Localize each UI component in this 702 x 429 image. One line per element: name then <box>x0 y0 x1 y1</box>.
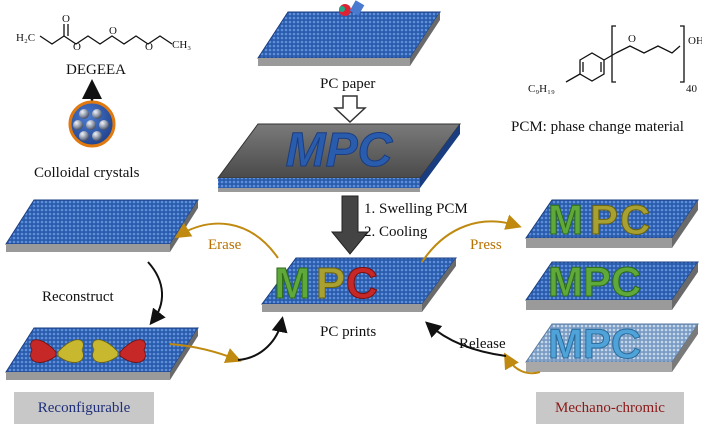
erased-slab <box>5 199 199 252</box>
press-arrow <box>421 214 522 263</box>
letter-c-red: C <box>346 259 378 308</box>
reconfigure-to-prints-arrow <box>237 316 288 361</box>
butterfly-icon-1 <box>30 339 84 363</box>
oxygen-label-3: O <box>109 25 117 37</box>
pc-paper-label: PC paper <box>320 76 375 92</box>
pcm-oh-label: OH <box>688 35 702 47</box>
mechano-slab-middle <box>525 261 699 310</box>
erase-label: Erase <box>208 237 242 253</box>
mechano-mpc-top: M P C <box>548 196 651 244</box>
reconfigurable-label: Reconfigurable <box>37 399 131 416</box>
pcm-c9h19-label: C₉H₁₉ <box>528 83 555 95</box>
mechano-slab-top <box>525 199 699 248</box>
mechano-mpc-bottom: MPC <box>548 320 642 368</box>
pcm-definition-label: PCM: phase change material <box>511 119 684 135</box>
release-arrow <box>425 321 507 357</box>
reconstruct-label: Reconstruct <box>42 289 114 305</box>
press-label: Press <box>470 237 502 253</box>
mpc-mask <box>217 123 461 192</box>
pc-prints-slab <box>261 257 457 312</box>
svg-text:MPC: MPC <box>548 320 641 367</box>
degeea-structure <box>39 24 173 45</box>
hollow-down-arrow <box>333 95 367 124</box>
oxygen-label-4: O <box>145 41 153 53</box>
mechano-chromic-label: Mechano-chromic <box>555 399 665 416</box>
colloidal-crystals-label: Colloidal crystals <box>34 165 140 181</box>
release-orange-arrow <box>504 352 541 375</box>
process-down-arrow <box>330 195 370 255</box>
mechano-mpc-middle: MPC <box>548 258 642 306</box>
degeea-label: DEGEEA <box>66 62 126 78</box>
step-cooling-label: 2. Cooling <box>364 224 428 240</box>
oxygen-label-2: O <box>73 41 81 53</box>
reconstruct-arrow <box>147 261 166 326</box>
butterfly-icon-2 <box>92 339 146 363</box>
pcm-n40-label: 40 <box>686 83 698 95</box>
pc-paper-slab <box>257 11 441 66</box>
svg-text:C: C <box>620 196 650 243</box>
oxygen-label-1: O <box>62 13 70 25</box>
pcm-oxygen-label: O <box>628 33 636 45</box>
svg-text:P: P <box>590 196 618 243</box>
pcm-droplet-icon <box>339 0 365 16</box>
mechano-slab-bottom <box>525 323 699 372</box>
reconfigurable-box: Reconfigurable <box>14 392 154 424</box>
erase-arrow <box>174 222 279 259</box>
step-swelling-label: 1. Swelling PCM <box>364 201 468 217</box>
mask-mpc-text: MPC <box>286 124 394 177</box>
mechano-chromic-box: Mechano-chromic <box>536 392 684 424</box>
pcm-structure <box>565 25 685 83</box>
letter-p-olive: P <box>316 259 345 308</box>
butterfly-to-center-arrow <box>169 343 242 363</box>
letter-m-green: M <box>274 259 311 308</box>
svg-text:MPC: MPC <box>548 258 641 305</box>
colloidal-crystal-orb <box>68 100 116 148</box>
ch3-label: CH₃ <box>172 39 191 51</box>
h2c-label: H₂C <box>16 32 35 44</box>
release-label: Release <box>459 336 506 352</box>
pc-prints-mpc-letters: M P C <box>274 259 379 309</box>
svg-text:M: M <box>548 196 583 243</box>
pc-prints-label: PC prints <box>320 324 376 340</box>
